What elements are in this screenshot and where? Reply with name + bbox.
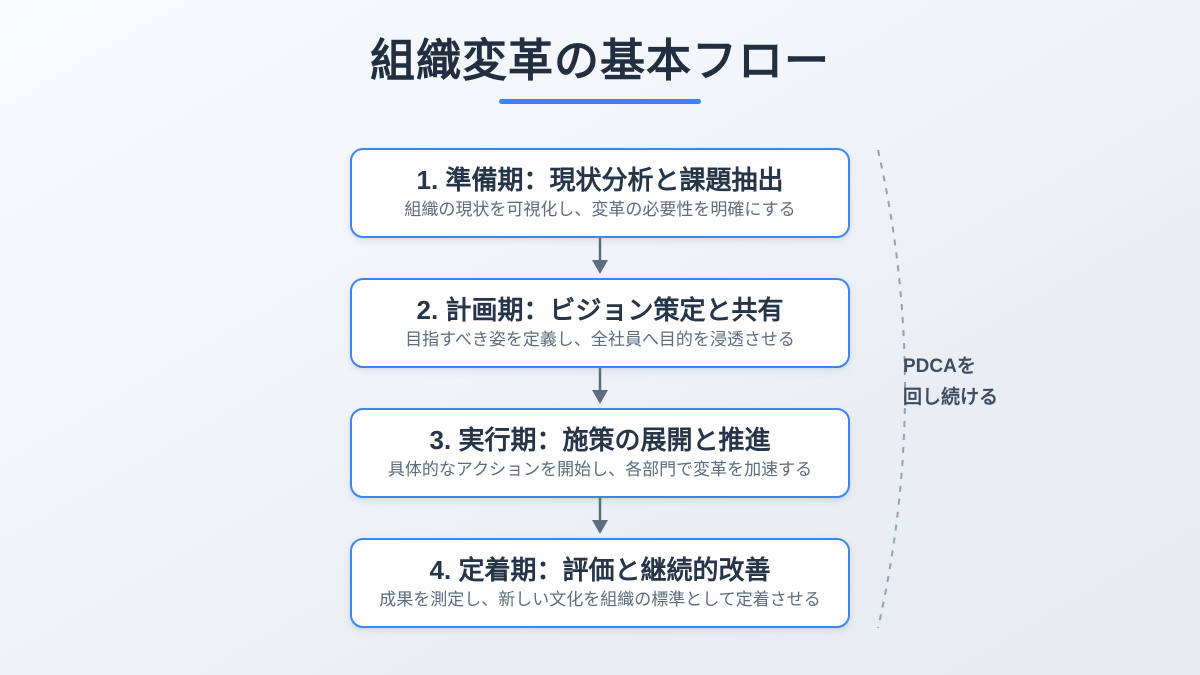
pdca-note-line2: 回し続ける — [903, 387, 999, 408]
step-heading: 3. 実行期：施策の展開と推進 — [429, 425, 771, 455]
step-box-3: 3. 実行期：施策の展開と推進 具体的なアクションを開始し、各部門で変革を加速す… — [350, 408, 850, 498]
title-block: 組織変革の基本フロー — [0, 36, 1200, 104]
pdca-note-line1: PDCAを — [903, 356, 976, 377]
down-arrow-icon — [583, 498, 617, 538]
title-underline — [499, 98, 701, 104]
down-arrow-icon — [583, 368, 617, 408]
step-heading: 1. 準備期：現状分析と課題抽出 — [416, 165, 784, 195]
step-heading: 4. 定着期：評価と継続的改善 — [429, 555, 771, 585]
step-box-1: 1. 準備期：現状分析と課題抽出 組織の現状を可視化し、変革の必要性を明確にする — [350, 148, 850, 238]
step-box-4: 4. 定着期：評価と継続的改善 成果を測定し、新しい文化を組織の標準として定着さ… — [350, 538, 850, 628]
flow-container: 1. 準備期：現状分析と課題抽出 組織の現状を可視化し、変革の必要性を明確にする… — [350, 148, 850, 628]
down-arrow-icon — [583, 238, 617, 278]
step-description: 組織の現状を可視化し、変革の必要性を明確にする — [404, 199, 796, 219]
step-description: 具体的なアクションを開始し、各部門で変革を加速する — [387, 459, 813, 479]
step-description: 目指すべき姿を定義し、全社員へ目的を浸透させる — [405, 329, 795, 349]
step-box-2: 2. 計画期：ビジョン策定と共有 目指すべき姿を定義し、全社員へ目的を浸透させる — [350, 278, 850, 368]
page-title: 組織変革の基本フロー — [369, 35, 830, 86]
pdca-loop-dashed-curve — [877, 149, 906, 629]
step-description: 成果を測定し、新しい文化を組織の標準として定着させる — [379, 589, 821, 609]
step-heading: 2. 計画期：ビジョン策定と共有 — [416, 295, 784, 325]
pdca-note: PDCAを 回し続ける — [903, 351, 998, 413]
